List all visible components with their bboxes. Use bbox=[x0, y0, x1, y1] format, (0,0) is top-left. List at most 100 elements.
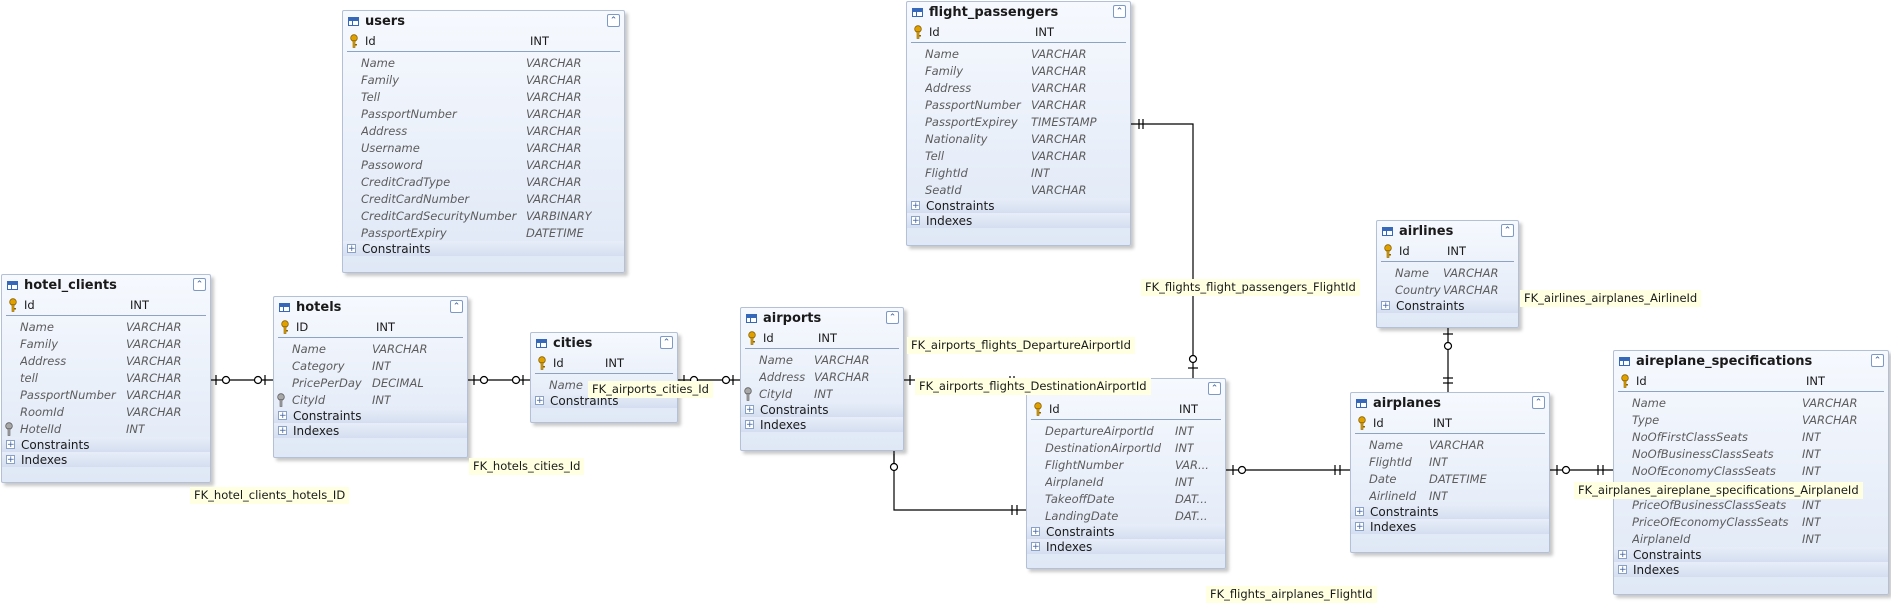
collapse-icon[interactable]: ⌃ bbox=[1208, 382, 1221, 395]
section-constraints[interactable]: +Constraints bbox=[1614, 547, 1888, 562]
section-indexes[interactable]: +Indexes bbox=[1027, 539, 1225, 554]
collapse-icon[interactable]: ⌃ bbox=[1532, 396, 1545, 409]
section-indexes[interactable]: +Indexes bbox=[274, 423, 467, 438]
expand-icon[interactable]: + bbox=[278, 411, 287, 421]
expand-icon[interactable]: + bbox=[347, 244, 356, 254]
section-indexes[interactable]: +Indexes bbox=[1351, 519, 1549, 534]
section-indexes[interactable]: +Indexes bbox=[907, 213, 1130, 228]
collapse-icon[interactable]: ⌃ bbox=[607, 14, 620, 27]
entity-header[interactable]: hotels⌃ bbox=[274, 297, 467, 318]
section-constraints[interactable]: +Constraints bbox=[1351, 504, 1549, 519]
section-constraints[interactable]: +Constraints bbox=[2, 437, 210, 452]
entity-header[interactable]: airlines⌃ bbox=[1377, 221, 1518, 242]
expand-icon[interactable]: + bbox=[745, 405, 754, 415]
expand-icon[interactable]: + bbox=[911, 201, 920, 211]
section-indexes[interactable]: +Indexes bbox=[2, 452, 210, 467]
entity-header[interactable]: users⌃ bbox=[343, 11, 624, 32]
section-constraints[interactable]: +Constraints bbox=[741, 402, 903, 417]
entity-header[interactable]: flight_passengers⌃ bbox=[907, 2, 1130, 23]
collapse-icon[interactable]: ⌃ bbox=[193, 278, 206, 291]
expand-icon[interactable]: + bbox=[278, 426, 287, 436]
section-constraints[interactable]: +Constraints bbox=[1027, 524, 1225, 539]
collapse-icon[interactable]: ⌃ bbox=[886, 311, 899, 324]
section-constraints[interactable]: +Constraints bbox=[274, 408, 467, 423]
expand-icon[interactable]: + bbox=[1618, 565, 1627, 575]
collapse-icon[interactable]: ⌃ bbox=[450, 300, 463, 313]
section-constraints[interactable]: +Constraints bbox=[907, 198, 1130, 213]
section-indexes[interactable]: +Indexes bbox=[1614, 562, 1888, 577]
column-row[interactable]: Name bbox=[531, 376, 677, 393]
expand-icon[interactable]: + bbox=[1618, 550, 1627, 560]
expand-icon[interactable]: + bbox=[1381, 301, 1390, 311]
collapse-icon[interactable]: ⌃ bbox=[1113, 5, 1126, 18]
expand-icon[interactable]: + bbox=[535, 396, 544, 406]
entity-header[interactable]: aireplane_specifications⌃ bbox=[1614, 351, 1888, 372]
expand-icon[interactable]: + bbox=[911, 216, 920, 226]
expand-icon[interactable]: + bbox=[745, 420, 754, 430]
section-indexes[interactable]: +Indexes bbox=[741, 417, 903, 432]
collapse-icon[interactable]: ⌃ bbox=[660, 336, 673, 349]
expand-icon[interactable]: + bbox=[1355, 522, 1364, 532]
expand-icon[interactable]: + bbox=[6, 440, 15, 450]
expand-icon[interactable]: + bbox=[1031, 542, 1040, 552]
collapse-icon[interactable]: ⌃ bbox=[1871, 354, 1884, 367]
section-constraints[interactable]: +Constraints bbox=[1377, 298, 1518, 313]
